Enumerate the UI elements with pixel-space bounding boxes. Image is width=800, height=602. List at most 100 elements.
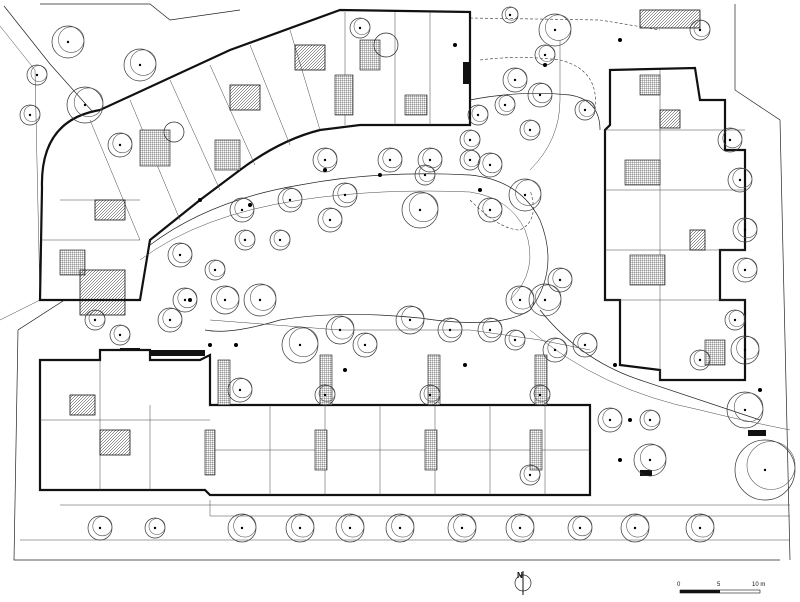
tree-canopy-outline: [177, 288, 198, 309]
lamp-post: [758, 388, 762, 392]
tree-canopy-outline: [401, 306, 425, 330]
tree-trunk: [528, 473, 532, 477]
tree-canopy-outline: [357, 333, 378, 354]
tree-trunk: [343, 193, 347, 197]
tree-trunk: [398, 526, 402, 530]
tree-trunk: [243, 238, 247, 242]
courtyard-paths: [139, 40, 791, 431]
tree-canopy-outline: [736, 336, 760, 360]
tree-canopy-outline: [728, 310, 746, 327]
tree-trunk: [633, 526, 637, 530]
tree-canopy-outline: [507, 68, 528, 89]
tree-trunk: [518, 298, 522, 302]
north-label: N: [517, 571, 523, 580]
tree-trunk: [118, 143, 122, 147]
tree-trunk: [460, 526, 464, 530]
lamp-post: [543, 63, 547, 67]
tree-trunk: [328, 218, 332, 222]
tree-trunk: [348, 526, 352, 530]
tree-canopy-outline: [463, 150, 481, 167]
scale-tick-5: 5: [717, 582, 721, 588]
tree-trunk: [240, 208, 244, 212]
tree-canopy-outline: [318, 385, 336, 402]
lamp-post: [618, 458, 622, 462]
tree-canopy-outline: [291, 514, 315, 538]
lamp-post: [613, 363, 617, 367]
tree-canopy-outline: [737, 218, 758, 239]
tree-canopy-outline: [504, 7, 519, 21]
tree-trunk: [83, 103, 87, 107]
tree-trunk: [28, 113, 32, 117]
tree-trunk: [423, 173, 427, 177]
tree-canopy-outline: [602, 408, 623, 429]
north-arrow: N: [514, 571, 532, 595]
tree-trunk: [543, 53, 547, 57]
tree-trunk: [298, 343, 302, 347]
scale-tick-0: 0: [677, 582, 681, 588]
tree-canopy-outline: [58, 26, 85, 53]
tree-trunk: [513, 78, 517, 82]
tree-canopy-outline: [234, 198, 255, 219]
lamp-post: [208, 343, 212, 347]
tree-trunk: [278, 238, 282, 242]
tree-trunk: [288, 198, 292, 202]
tree-canopy-outline: [508, 330, 526, 347]
tree-trunk: [298, 526, 302, 530]
tree-trunk: [698, 526, 702, 530]
tree-trunk: [118, 333, 122, 337]
tree-trunk: [338, 328, 342, 332]
tree-canopy-outline: [572, 516, 593, 537]
tree-canopy-outline: [337, 183, 358, 204]
tree-trunk: [518, 526, 522, 530]
tree-canopy-outline: [693, 20, 711, 37]
tree-trunk: [408, 318, 412, 322]
tree-canopy-outline: [471, 105, 489, 122]
tree-canopy-outline: [233, 514, 257, 538]
lamp-post: [323, 168, 327, 172]
tree-canopy-outline: [391, 514, 415, 538]
tree-canopy-outline: [538, 45, 556, 62]
tree-trunk: [183, 298, 187, 302]
tree-canopy-outline: [113, 325, 131, 342]
tree-canopy-outline: [511, 286, 535, 310]
tree-trunk: [543, 298, 547, 302]
tree-canopy-outline: [408, 192, 439, 223]
tree-canopy-outline: [693, 350, 711, 367]
tree-canopy-outline: [453, 514, 477, 538]
tree-canopy-outline: [640, 444, 667, 471]
tree-trunk: [763, 468, 767, 472]
tree-canopy-outline: [172, 243, 193, 264]
tree-canopy-outline: [73, 87, 104, 118]
tree-trunk: [488, 328, 492, 332]
tree-canopy-outline: [733, 392, 764, 422]
tree-trunk: [468, 158, 472, 162]
trees: [19, 6, 796, 543]
tree-trunk: [578, 526, 582, 530]
tree-canopy-outline: [722, 128, 743, 149]
tree-canopy-outline: [533, 385, 551, 402]
tree-trunk: [583, 108, 587, 112]
tree-trunk: [238, 388, 242, 392]
tree-trunk: [513, 338, 517, 342]
tree-trunk: [488, 208, 492, 212]
tree-trunk: [538, 393, 542, 397]
tree-canopy-outline: [746, 441, 796, 490]
tree-canopy-outline: [442, 318, 463, 339]
tree-canopy-outline: [532, 83, 553, 104]
tree-canopy-outline: [547, 338, 568, 359]
tree-canopy-outline: [423, 385, 441, 402]
tree-canopy-outline: [482, 198, 503, 219]
lamp-post: [343, 368, 347, 372]
tree-canopy-outline: [92, 516, 113, 537]
tree-trunk: [93, 318, 97, 322]
tree-canopy-outline: [552, 268, 573, 289]
tree-trunk: [503, 103, 507, 107]
tree-trunk: [553, 28, 557, 32]
lamp-post: [628, 418, 632, 422]
tree-trunk: [698, 358, 702, 362]
tree-trunk: [468, 138, 472, 142]
tree-canopy-outline: [523, 465, 541, 482]
tree-trunk: [733, 318, 737, 322]
tree-trunk: [738, 178, 742, 182]
